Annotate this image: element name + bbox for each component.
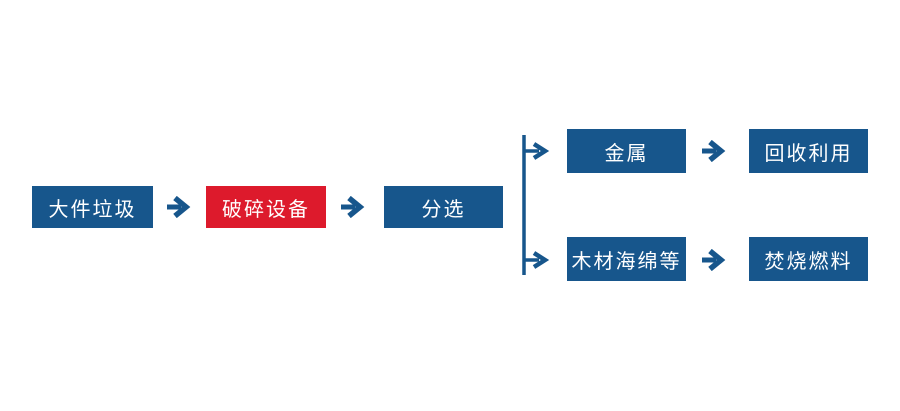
arrow-right-icon	[702, 140, 726, 162]
node-recycling-label: 回收利用	[764, 140, 853, 165]
node-bulky-waste: 大件垃圾	[32, 186, 153, 228]
node-sorting: 分选	[384, 186, 503, 228]
arrow-right-icon	[167, 196, 191, 218]
node-incineration-fuel: 焚烧燃料	[749, 237, 868, 281]
arrow-right-icon	[341, 196, 365, 218]
branch-bracket-icon	[522, 135, 550, 275]
node-crushing-equipment: 破碎设备	[206, 186, 326, 228]
node-wood-sponge: 木材海绵等	[567, 237, 686, 281]
node-incineration-fuel-label: 焚烧燃料	[764, 248, 853, 273]
node-metal: 金属	[567, 129, 686, 173]
arrow-right-icon	[702, 249, 726, 271]
node-crushing-equipment-label: 破碎设备	[222, 196, 310, 221]
node-bulky-waste-label: 大件垃圾	[48, 196, 137, 221]
node-recycling: 回收利用	[749, 129, 868, 173]
node-metal-label: 金属	[604, 140, 649, 165]
node-sorting-label: 分选	[421, 196, 466, 221]
node-wood-sponge-label: 木材海绵等	[571, 248, 682, 273]
